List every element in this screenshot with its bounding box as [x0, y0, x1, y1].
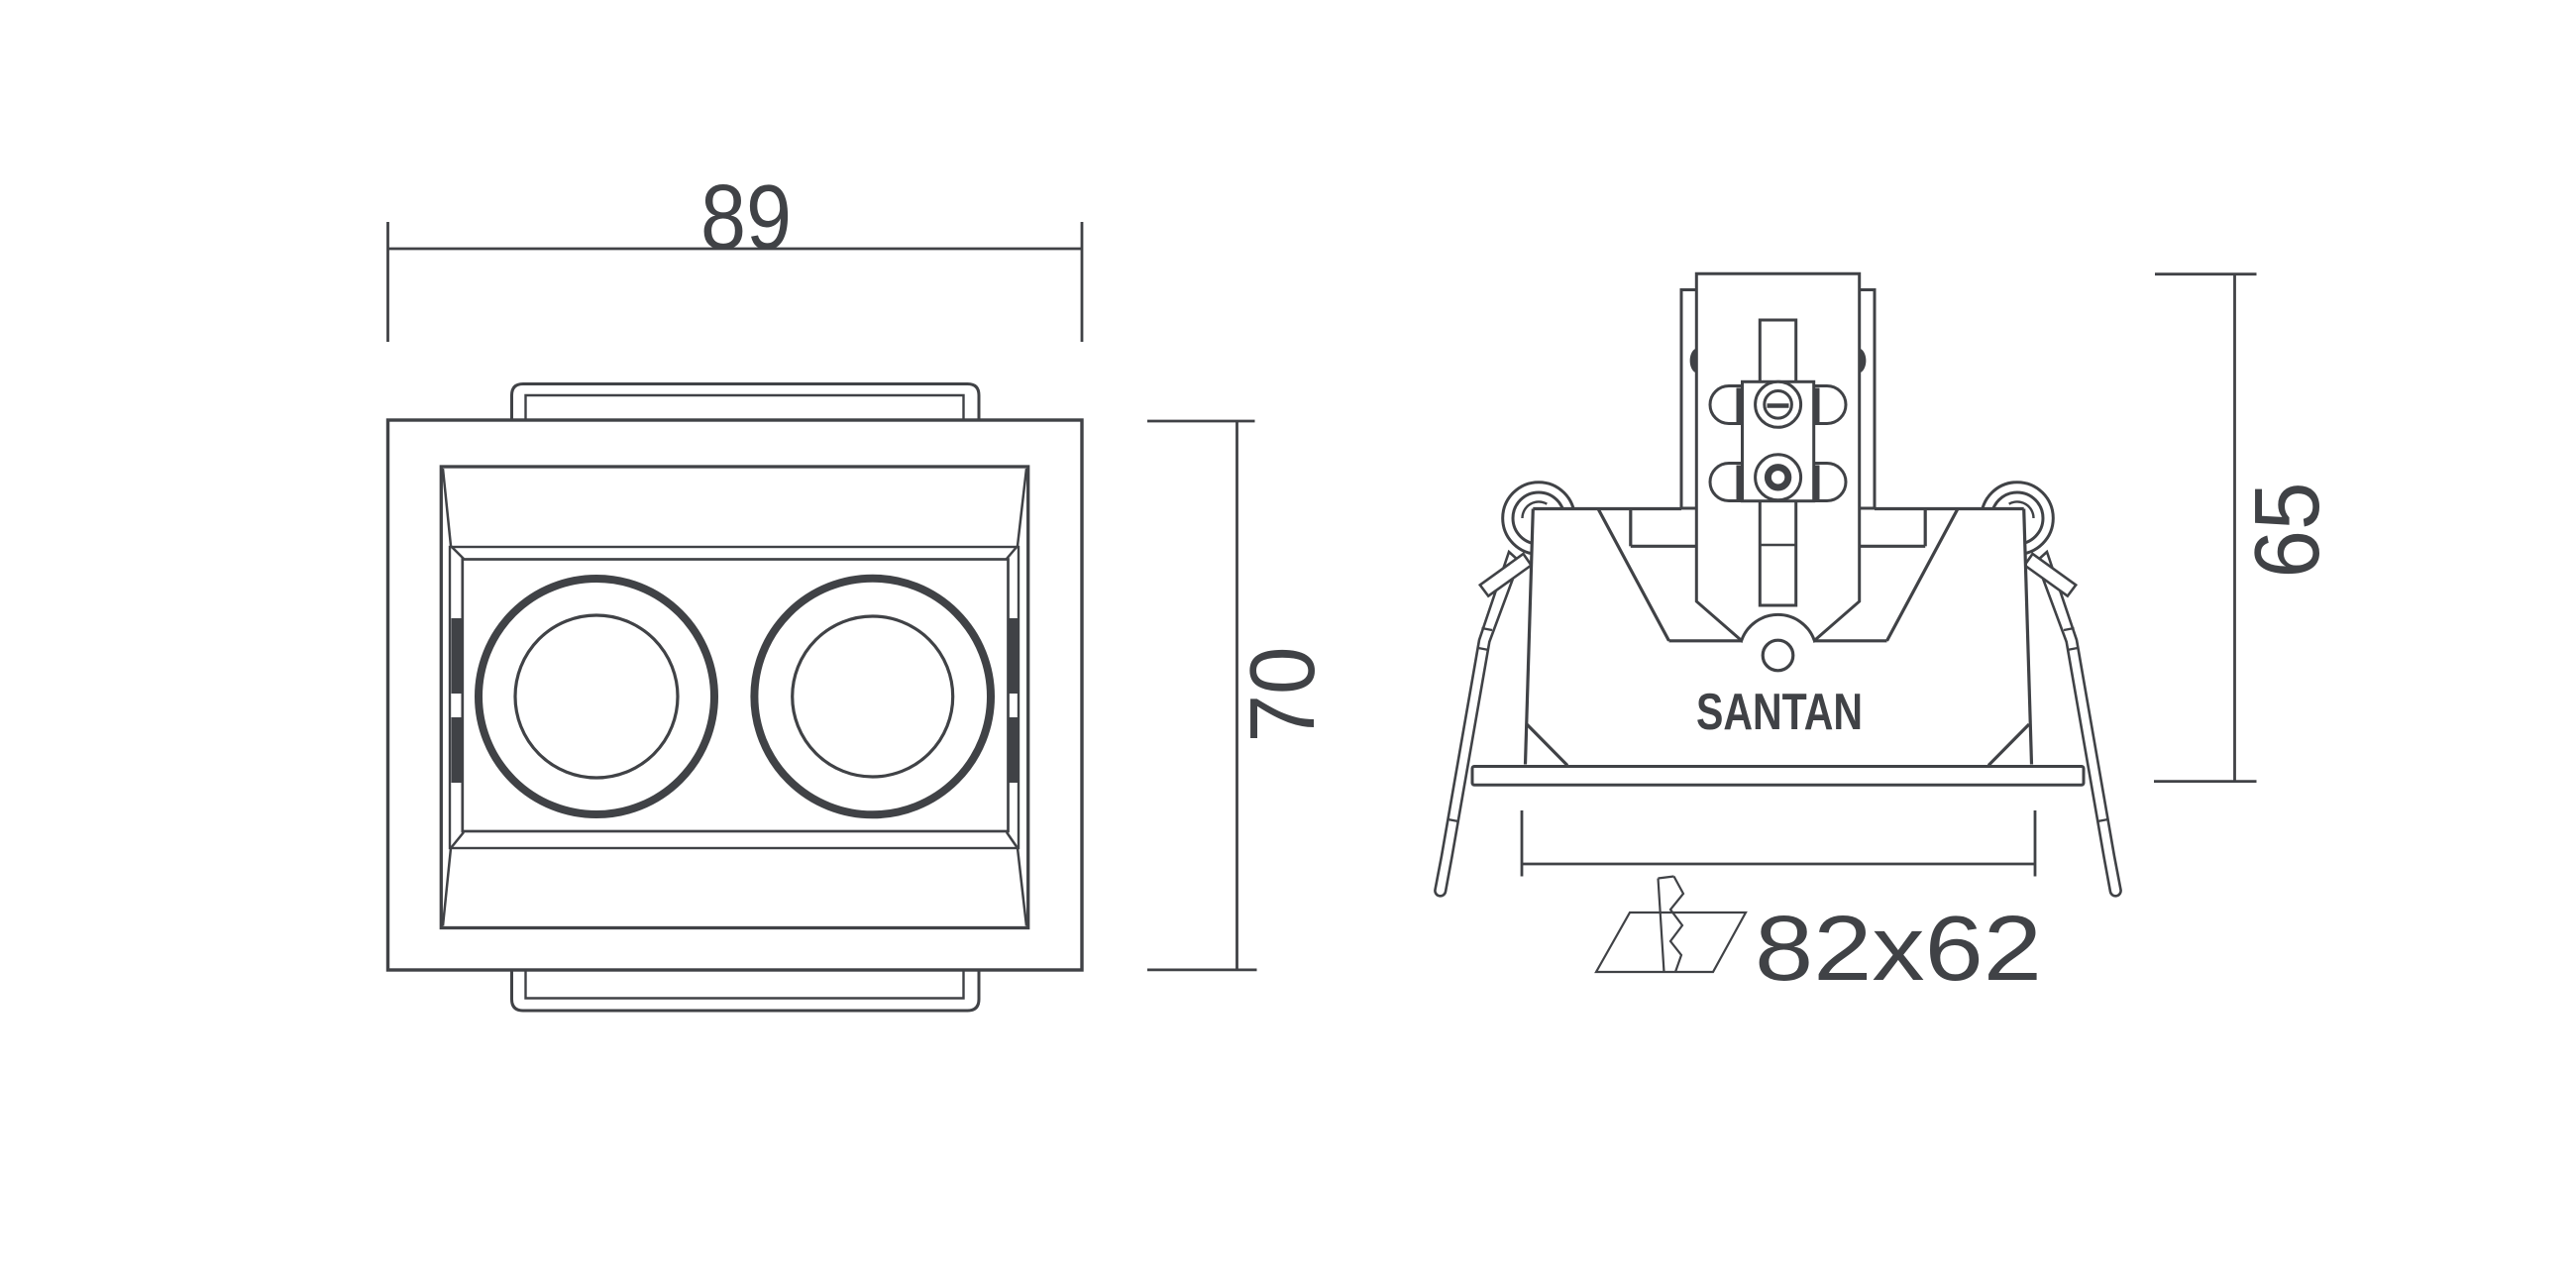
svg-text:SANTAN: SANTAN [1696, 684, 1863, 741]
svg-text:89: 89 [700, 165, 792, 268]
svg-text:65: 65 [2235, 483, 2338, 579]
svg-text:82x62: 82x62 [1755, 897, 2042, 1000]
svg-text:70: 70 [1231, 647, 1334, 743]
